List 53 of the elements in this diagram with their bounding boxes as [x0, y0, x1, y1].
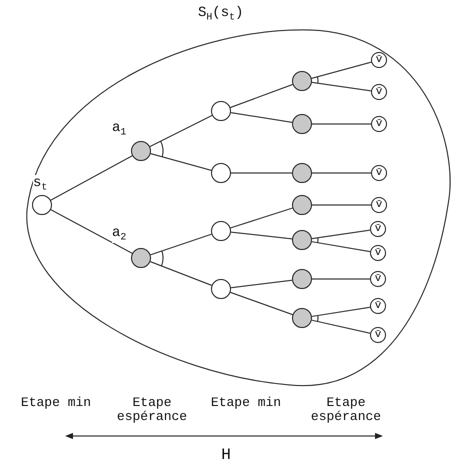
min-node [211, 279, 231, 299]
min-node [211, 163, 231, 183]
tree-branch [230, 232, 293, 240]
expectation-node [292, 308, 312, 328]
min-node [211, 221, 231, 241]
action-label: a$_{2}$ [112, 227, 126, 244]
value-node: v̄ [371, 165, 387, 181]
tree-branch [230, 280, 293, 288]
tree-branch [230, 172, 292, 174]
tree-branch [149, 114, 213, 148]
expectation-node [292, 163, 312, 183]
value-node: v̄ [370, 298, 386, 314]
step-label: Etape espérance [310, 396, 382, 424]
value-node: v̄ [371, 84, 387, 100]
value-node: v̄ [371, 116, 387, 132]
tree-branch [312, 172, 372, 174]
tree-branch [150, 153, 212, 171]
value-node: v̄ [370, 245, 386, 261]
expectation-node [292, 195, 312, 215]
expectation-node [292, 230, 312, 250]
expectation-node [131, 141, 151, 161]
tree-branch [312, 204, 372, 206]
value-node: v̄ [370, 221, 386, 237]
tree-branch [311, 82, 372, 92]
tree-branch [230, 208, 293, 228]
expectation-node [292, 71, 312, 91]
expectation-node [131, 248, 151, 268]
tree-branch [150, 261, 212, 286]
set-label: S$_{H}$(s$_{t}$) [198, 5, 244, 24]
tree-branch [311, 62, 372, 79]
tree-branch [230, 292, 294, 316]
min-node [32, 195, 52, 215]
tree-branch [50, 155, 133, 201]
step-label: Etape espérance [116, 396, 188, 424]
tree-branch [312, 278, 370, 280]
tree-branch [230, 84, 294, 108]
tree-branch [230, 112, 293, 123]
value-node: v̄ [371, 52, 387, 68]
step-label: Etape min [210, 396, 282, 410]
tree-branch [311, 320, 371, 334]
expectation-node [292, 114, 312, 134]
tree-branch [311, 230, 371, 240]
value-node: v̄ [370, 271, 386, 287]
value-node: v̄ [370, 327, 386, 343]
tree-branch [311, 241, 371, 252]
value-node: v̄ [371, 197, 387, 213]
step-label: Etape min [20, 396, 92, 410]
tree-branch [50, 209, 133, 254]
tree-branch [311, 306, 371, 317]
horizon-label: H [220, 446, 232, 464]
expectation-node [292, 269, 312, 289]
tree-branch [150, 234, 212, 256]
min-node [211, 101, 231, 121]
